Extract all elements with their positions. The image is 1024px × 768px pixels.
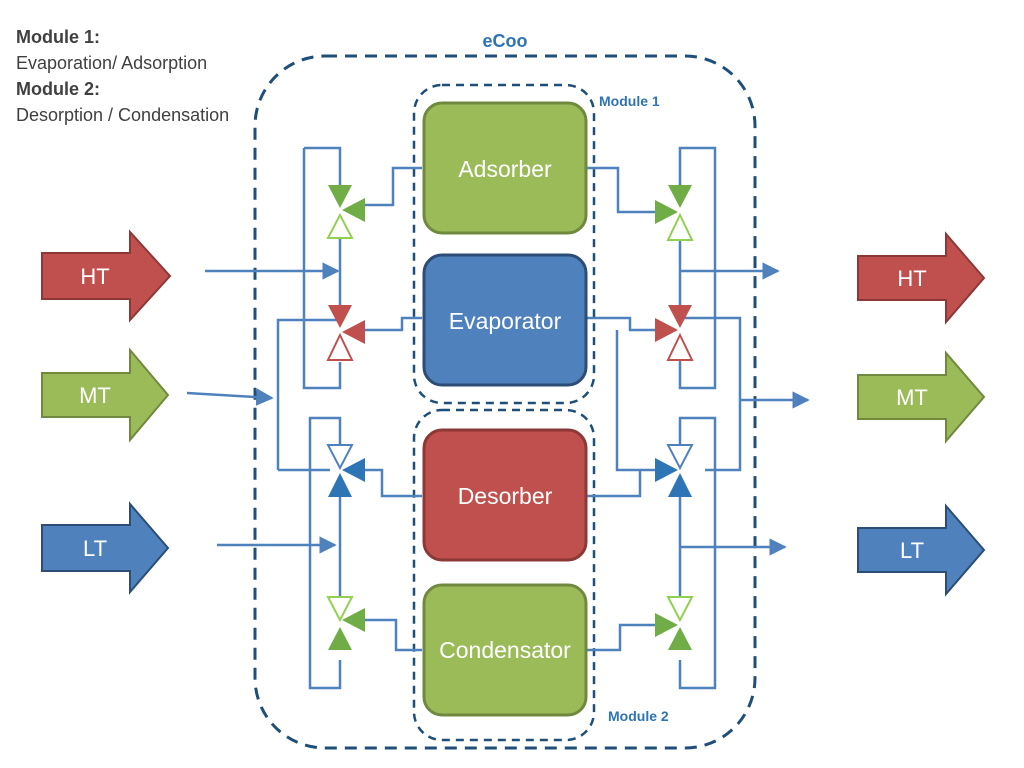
output-mt-arrow: MT <box>857 350 986 444</box>
valve-right-2 <box>655 305 694 361</box>
valve-left-2 <box>326 305 365 361</box>
valve-right-3 <box>655 444 694 497</box>
module1-tag: Module 1 <box>599 93 660 109</box>
module1-legend-desc: Evaporation/ Adsorption <box>16 53 208 73</box>
input-ht-label: HT <box>80 264 109 289</box>
flow-arrows <box>186 262 810 556</box>
adsorber-box <box>422 101 588 235</box>
condensator-label: Condensator <box>439 637 571 663</box>
module2-boundary <box>412 408 596 742</box>
module2-tag: Module 2 <box>608 708 669 724</box>
ecoo-boundary <box>253 54 757 750</box>
output-lt-label: LT <box>900 538 924 563</box>
output-mt-label: MT <box>896 385 928 410</box>
input-ht-arrow: HT <box>41 229 172 323</box>
adsorber-label: Adsorber <box>458 156 552 182</box>
valve-left-4 <box>326 596 365 650</box>
input-mt-label: MT <box>79 383 111 408</box>
legend: Module 1: Evaporation/ Adsorption Module… <box>16 24 229 128</box>
desorber-label: Desorber <box>458 483 553 509</box>
output-ht-label: HT <box>897 266 926 291</box>
input-lt-label: LT <box>83 536 107 561</box>
module2-legend-desc: Desorption / Condensation <box>16 105 230 125</box>
output-ht-arrow: HT <box>857 231 986 325</box>
valve-left-3 <box>326 444 365 497</box>
valve-right-4 <box>655 596 694 650</box>
input-lt-arrow: LT <box>41 501 170 595</box>
evaporator-label: Evaporator <box>449 308 562 334</box>
condensator-box <box>422 583 588 717</box>
output-lt-arrow: LT <box>857 503 986 597</box>
input-mt-arrow: MT <box>41 347 170 443</box>
valve-right-1 <box>655 185 694 241</box>
module1-legend-label: Module 1: <box>16 27 100 47</box>
evaporator-box <box>422 253 588 387</box>
ecoo-title: eCoo <box>483 31 528 51</box>
module1-boundary <box>412 83 596 405</box>
valve-left-1 <box>326 185 365 239</box>
left-pipes <box>276 146 422 690</box>
module2-legend-label: Module 2: <box>16 79 100 99</box>
desorber-box <box>422 428 588 562</box>
right-pipes <box>586 146 742 690</box>
